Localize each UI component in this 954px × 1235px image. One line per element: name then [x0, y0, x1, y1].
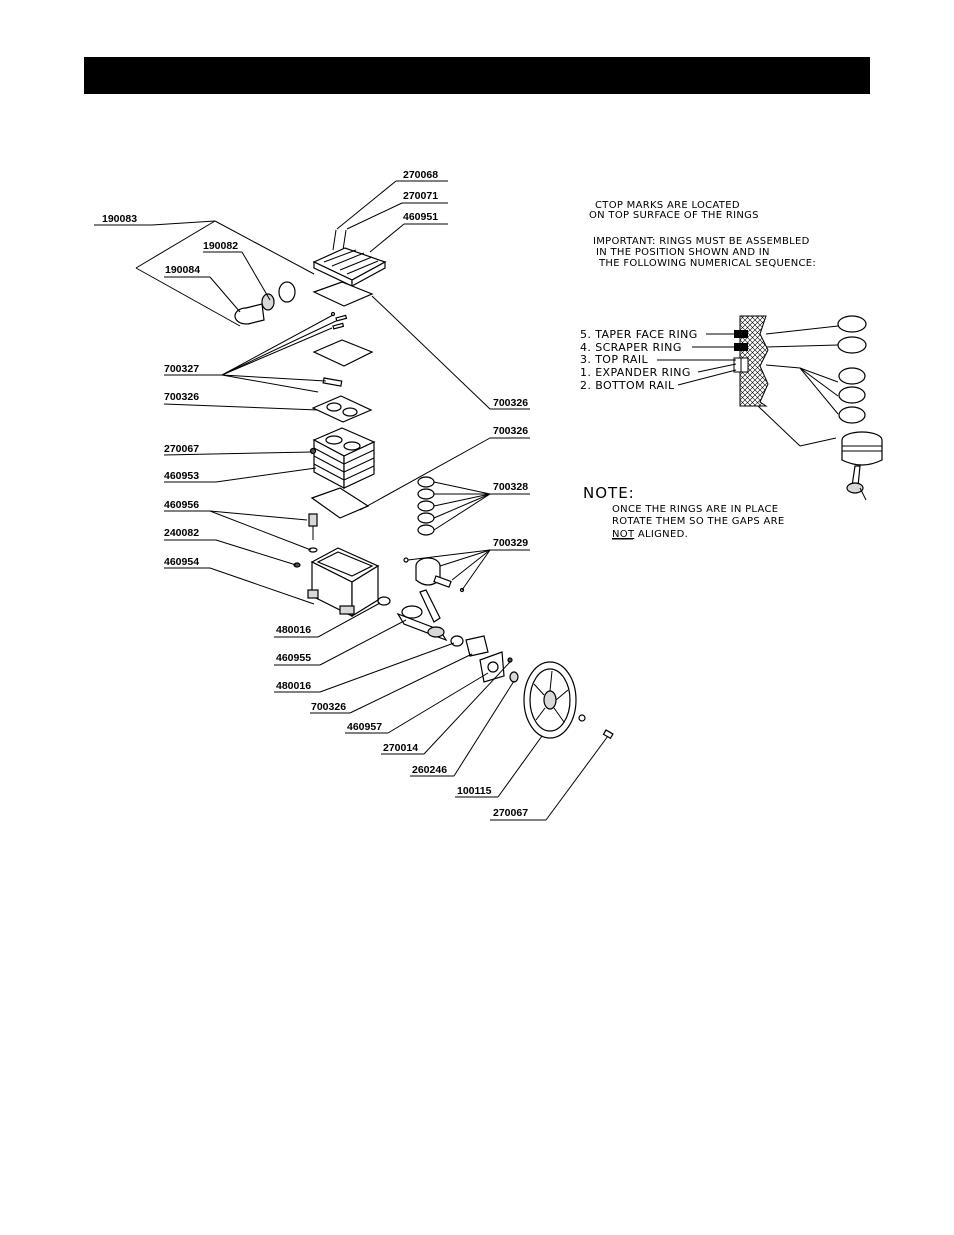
part-label: 700326 — [493, 425, 528, 437]
header-bar — [84, 57, 870, 94]
part-label: 270014 — [383, 742, 418, 754]
valve-plate — [312, 339, 374, 367]
part-label: 100115 — [457, 785, 492, 797]
part-label: 700329 — [493, 537, 528, 549]
pulley-washer — [578, 714, 586, 722]
part-label: 270068 — [403, 169, 438, 181]
ring-label: 4. SCRAPER RING — [580, 341, 682, 354]
note-text: CTOP MARKS ARE LOCATED — [595, 200, 740, 211]
note-text: ROTATE THEM SO THE GAPS ARE — [612, 516, 784, 527]
scraper-ring — [837, 336, 867, 354]
part-label: 700326 — [493, 397, 528, 409]
part-label: 700327 — [164, 363, 199, 375]
valve-reed — [322, 377, 343, 387]
part-label: 700326 — [311, 701, 346, 713]
part-label: 270071 — [403, 190, 438, 202]
part-label: 460956 — [164, 499, 199, 511]
part-label: 270067 — [164, 443, 199, 455]
crankshaft — [396, 589, 448, 642]
piston-assembly — [841, 431, 883, 501]
bearing-cover — [465, 635, 505, 683]
head-bolts — [332, 229, 347, 251]
note-text: NOT ALIGNED. — [612, 529, 688, 540]
ring-label: 1. EXPANDER RING — [580, 366, 691, 379]
small-washer — [507, 657, 513, 663]
piston — [403, 557, 465, 593]
ring-label: 3. TOP RAIL — [580, 353, 648, 366]
part-label: 480016 — [276, 624, 311, 636]
part-labels: 270068 270071 460951 190083 190082 19008… — [102, 169, 528, 819]
part-label: 460954 — [164, 556, 199, 568]
expander-ring — [838, 386, 866, 404]
pulley — [523, 661, 577, 739]
part-label: 190082 — [203, 240, 238, 252]
piston-rings — [417, 476, 435, 536]
cylinder-gasket — [311, 395, 373, 423]
part-label: 190084 — [165, 264, 200, 276]
part-label: 270067 — [493, 807, 528, 819]
part-label: 460957 — [347, 721, 382, 733]
note-emphasis: NOT — [612, 529, 635, 540]
note-text: IN THE POSITION SHOWN AND IN — [596, 247, 770, 258]
note-text: THE FOLLOWING NUMERICAL SEQUENCE: — [598, 258, 816, 269]
part-label: 240082 — [164, 527, 199, 539]
cylinder-head — [312, 247, 387, 288]
ring-label: 5. TAPER FACE RING — [580, 328, 698, 341]
ring-label: 2. BOTTOM RAIL — [580, 379, 675, 392]
part-label: 700326 — [164, 391, 199, 403]
part-label: 700328 — [493, 481, 528, 493]
part-label: 260246 — [412, 764, 447, 776]
ring-groove-4 — [734, 343, 748, 351]
piston-section — [739, 315, 769, 407]
bottom-rail — [838, 406, 866, 424]
head-gasket — [312, 281, 374, 307]
crankcase — [307, 547, 391, 618]
part-label: 190083 — [102, 213, 137, 225]
note-title: NOTE: — [583, 484, 635, 502]
part-label: 460953 — [164, 470, 199, 482]
ring-instructions: CTOP MARKS ARE LOCATED ON TOP SURFACE OF… — [580, 200, 883, 540]
note-text-rest: ALIGNED. — [634, 529, 688, 540]
air-filter — [234, 281, 296, 325]
pulley-bolt — [602, 729, 614, 740]
taper-face-ring — [837, 315, 867, 333]
cylinder — [309, 427, 376, 489]
leader-lines — [94, 180, 609, 821]
part-label: 480016 — [276, 680, 311, 692]
top-rail — [838, 367, 866, 385]
drain-plug — [293, 562, 301, 568]
breather — [308, 513, 318, 553]
ring-groove-5 — [734, 330, 748, 338]
key — [509, 671, 519, 683]
note-text: ONCE THE RINGS ARE IN PLACE — [612, 504, 778, 515]
crankcase-gasket — [310, 487, 370, 519]
valve-reeds — [330, 311, 348, 330]
note-text: ON TOP SURFACE OF THE RINGS — [589, 210, 759, 221]
part-label: 460951 — [403, 211, 438, 223]
bearing-rear — [450, 635, 464, 647]
note-text: IMPORTANT: RINGS MUST BE ASSEMBLED — [593, 236, 810, 247]
part-label: 460955 — [276, 652, 311, 664]
